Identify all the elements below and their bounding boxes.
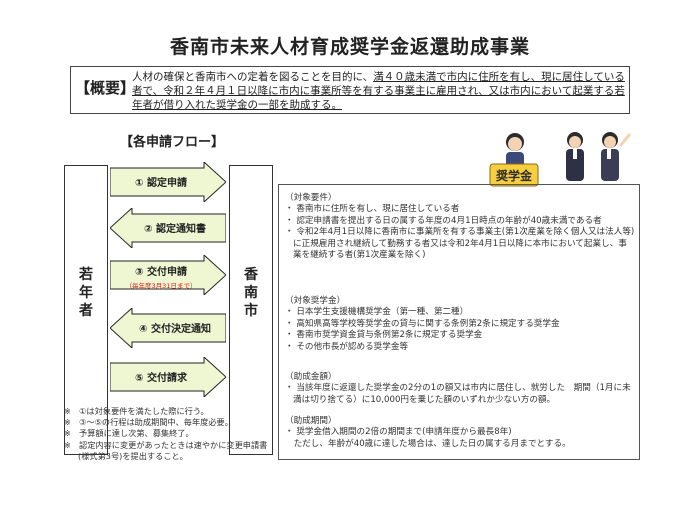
- notes: ※ ①は対象要件を満たした際に行う。 ※ ③～⑤の行程は助成期間中、毎年度必要。…: [64, 406, 274, 462]
- period-heading: （助成期間）: [285, 416, 337, 426]
- graduate-icon: [566, 132, 584, 181]
- target-item: ・ 香南市に住所を有し、現に居住している者: [285, 204, 460, 215]
- requirements-box: （対象要件） ・ 香南市に住所を有し、現に居住している者 ・ 認定申請書を提出す…: [278, 184, 640, 460]
- period-section: （助成期間） ・ 奨学金借入期間の2倍の期間まで(申請年度から最長8年) ただし…: [285, 416, 635, 450]
- flow-step-label: ② 認定通知書: [144, 224, 206, 235]
- flow-step-label: ④ 交付決定通知: [139, 324, 211, 335]
- scholarship-item: ・ 高知県高等学校等奨学金の貸与に関する条例第2条に規定する奨学金: [285, 318, 560, 329]
- scholarship-item: ・ 香南市奨学資金貸与条例第2条に規定する奨学金: [285, 330, 483, 341]
- note-item: ※ ①は対象要件を満たした際に行う。: [64, 406, 209, 416]
- arrow-left-icon: [110, 208, 226, 248]
- flow-step-sublabel: （毎年度3月31日まで）: [125, 282, 197, 290]
- arrow-left-icon: [110, 308, 226, 348]
- target-item: ・ 令和2年4月1日以降に香南市に事業所を有する事業主(第1次産業を除く個人又は…: [285, 227, 635, 261]
- amount-section: （助成金額） ・ 当該年度に返還した奨学金の2分の1の額又は市内に居住し、就労し…: [285, 372, 635, 406]
- worker-icon: [601, 132, 619, 181]
- summary-tag: 【概要】: [75, 79, 136, 97]
- arrow-right-icon: [110, 357, 226, 397]
- summary-text: 人材の確保と香南市への定着を図ることを目的に、満４０歳未満で市内に住所を有し、現…: [132, 70, 627, 112]
- city-label: 香南市: [244, 267, 258, 319]
- page-title: 香南市未来人材育成奨学金返還助成事業: [169, 36, 530, 58]
- note-item: ※ 認定内容に変更があったときは速やかに変更申請書(様式第3号)を提出すること。: [64, 439, 268, 461]
- period-item: ・ 奨学金借入期間の2倍の期間まで(申請年度から最長8年): [285, 427, 512, 438]
- flow-step-label: ⑤ 交付請求: [135, 373, 187, 384]
- amount-item: ・ 当該年度に返還した奨学金の2分の1の額又は市内に居住し、就労した 期間（1月…: [285, 383, 631, 405]
- amount-heading: （助成金額）: [285, 372, 337, 382]
- target-heading: （対象要件）: [285, 193, 337, 203]
- youth-box: 若年者: [64, 165, 108, 455]
- flow-step-label: ① 認定申請: [135, 178, 187, 189]
- scholarship-heading: （対象奨学金）: [285, 296, 346, 306]
- summary-text-underlined: 満４０歳未満で市内に住所を有し、現に居住している者で、令和２年４月１日以降に市内…: [132, 71, 625, 111]
- svg-text:奨学金: 奨学金: [495, 168, 533, 183]
- arrow-right-icon: [110, 255, 226, 295]
- scholarship-badge-icon: 奨学金: [489, 163, 539, 187]
- summary-text-plain: 人材の確保と香南市への定着を図ることを目的に、: [132, 71, 374, 83]
- note-item: ※ ③～⑤の行程は助成期間中、毎年度必要。: [64, 417, 233, 428]
- flow-step-label: ③ 交付申請: [135, 267, 187, 278]
- flow-heading: 【各申請フロー】: [120, 135, 225, 150]
- note-item: ※ 予算額に達し次第、募集終了。: [64, 428, 194, 439]
- scholarship-section: （対象奨学金） ・ 日本学生支援機構奨学金（第一種、第二種） ・ 高知県高等学校…: [285, 296, 635, 353]
- scholarship-item: ・ その他市長が認める奨学金等: [285, 341, 409, 352]
- scholarship-illustration: 奨学金: [489, 132, 632, 187]
- arrow-right-icon: [110, 162, 226, 202]
- target-item: ・ 認定申請書を提出する日の属する年度の4月1日時点の年齢が40歳未満である者: [285, 215, 602, 226]
- period-item: ただし、年齢が40歳に達した場合は、達した日の属する月までとする。: [285, 438, 571, 449]
- scholarship-item: ・ 日本学生支援機構奨学金（第一種、第二種）: [285, 307, 469, 318]
- target-section: （対象要件） ・ 香南市に住所を有し、現に居住している者 ・ 認定申請書を提出す…: [285, 193, 635, 261]
- city-box: 香南市: [229, 165, 273, 455]
- youth-label: 若年者: [79, 267, 93, 319]
- summary-box: [70, 66, 630, 114]
